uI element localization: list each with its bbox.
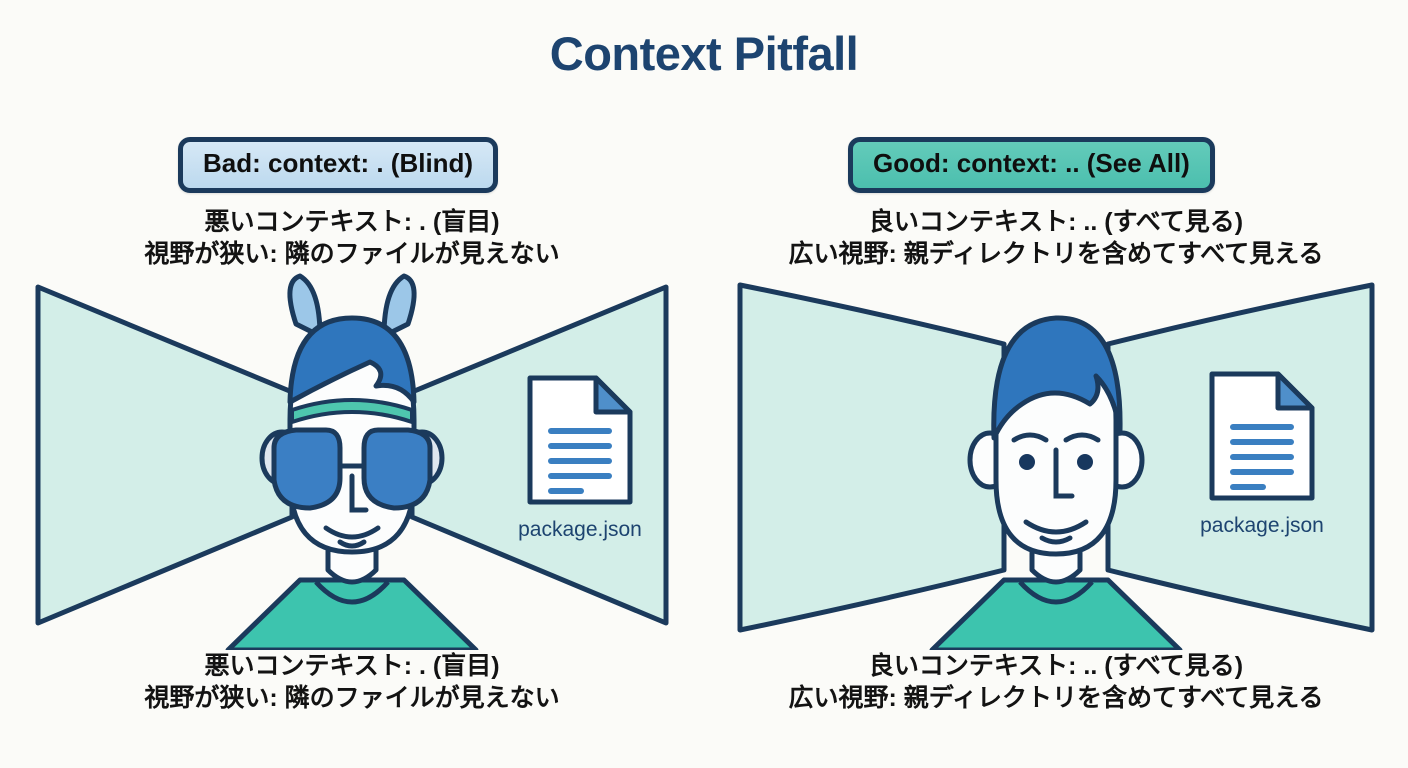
caption-top-left-line1: 悪いコンテキスト: . (盲目) [204,208,500,236]
chin-line [337,539,367,549]
goggle-lens-right [361,427,433,511]
collar [314,580,390,605]
caption-bottom-right-line2: 広い視野: 親ディレクトリを含めてすべて見える [788,684,1324,712]
caption-bottom-left-line1: 悪いコンテキスト: . (盲目) [204,652,500,680]
blinker-ear-left [287,273,323,339]
caption-top-right: 良いコンテキスト: .. (すべて見る) 広い視野: 親ディレクトリを含めてすべ… [704,206,1408,270]
file-icon-package-json [1209,371,1315,501]
page-title: Context Pitfall [549,27,859,80]
caption-bottom-left-line2: 視野が狭い: 隣のファイルが見えない [144,684,560,712]
blinker-ear-right [381,273,417,339]
file-label-right: package.json [1200,514,1324,537]
caption-top-right-line2: 広い視野: 親ディレクトリを含めてすべて見える [788,240,1324,268]
chin-line [1039,535,1073,545]
caption-bottom-right: 良いコンテキスト: .. (すべて見る) 広い視野: 親ディレクトリを含めてすべ… [704,650,1408,714]
nose [349,473,369,513]
vision-panorama-left [737,282,1007,633]
eye-right [1077,454,1093,470]
eye-left [1019,454,1035,470]
shoulders [929,577,1183,650]
file-label-left: package.json [518,518,642,541]
mouth [323,525,381,540]
collar [1018,580,1094,605]
file-icon-package-json [527,375,633,505]
illustration-bad: package.json [0,270,704,650]
caption-top-left: 悪いコンテキスト: . (盲目) 視野が狭い: 隣のファイルが見えない [0,206,704,270]
illustration-good: package.json [704,270,1408,650]
badge-good-context[interactable]: Good: context: .. (See All) [848,137,1215,193]
nose [1053,447,1075,499]
caption-top-right-line1: 良いコンテキスト: .. (すべて見る) [868,208,1244,236]
badge-bad-context[interactable]: Bad: context: . (Blind) [178,137,499,193]
caption-top-left-line2: 視野が狭い: 隣のファイルが見えない [144,240,560,268]
panel-good-context: Good: context: .. (See All) 良いコンテキスト: ..… [704,0,1408,768]
shoulders [225,577,479,650]
eyebrow-right [1063,432,1101,443]
hood-cap [287,315,417,405]
goggle-lens-left [271,427,343,511]
caption-bottom-left: 悪いコンテキスト: . (盲目) 視野が狭い: 隣のファイルが見えない [0,650,704,714]
panel-bad-context: Bad: context: . (Blind) 悪いコンテキスト: . (盲目)… [0,137,704,714]
headband [290,398,414,424]
mouth [1023,519,1089,535]
vision-cone-left [35,284,295,626]
hair [991,315,1123,441]
caption-bottom-right-line1: 良いコンテキスト: .. (すべて見る) [868,652,1244,680]
eyebrow-left [1011,432,1049,443]
